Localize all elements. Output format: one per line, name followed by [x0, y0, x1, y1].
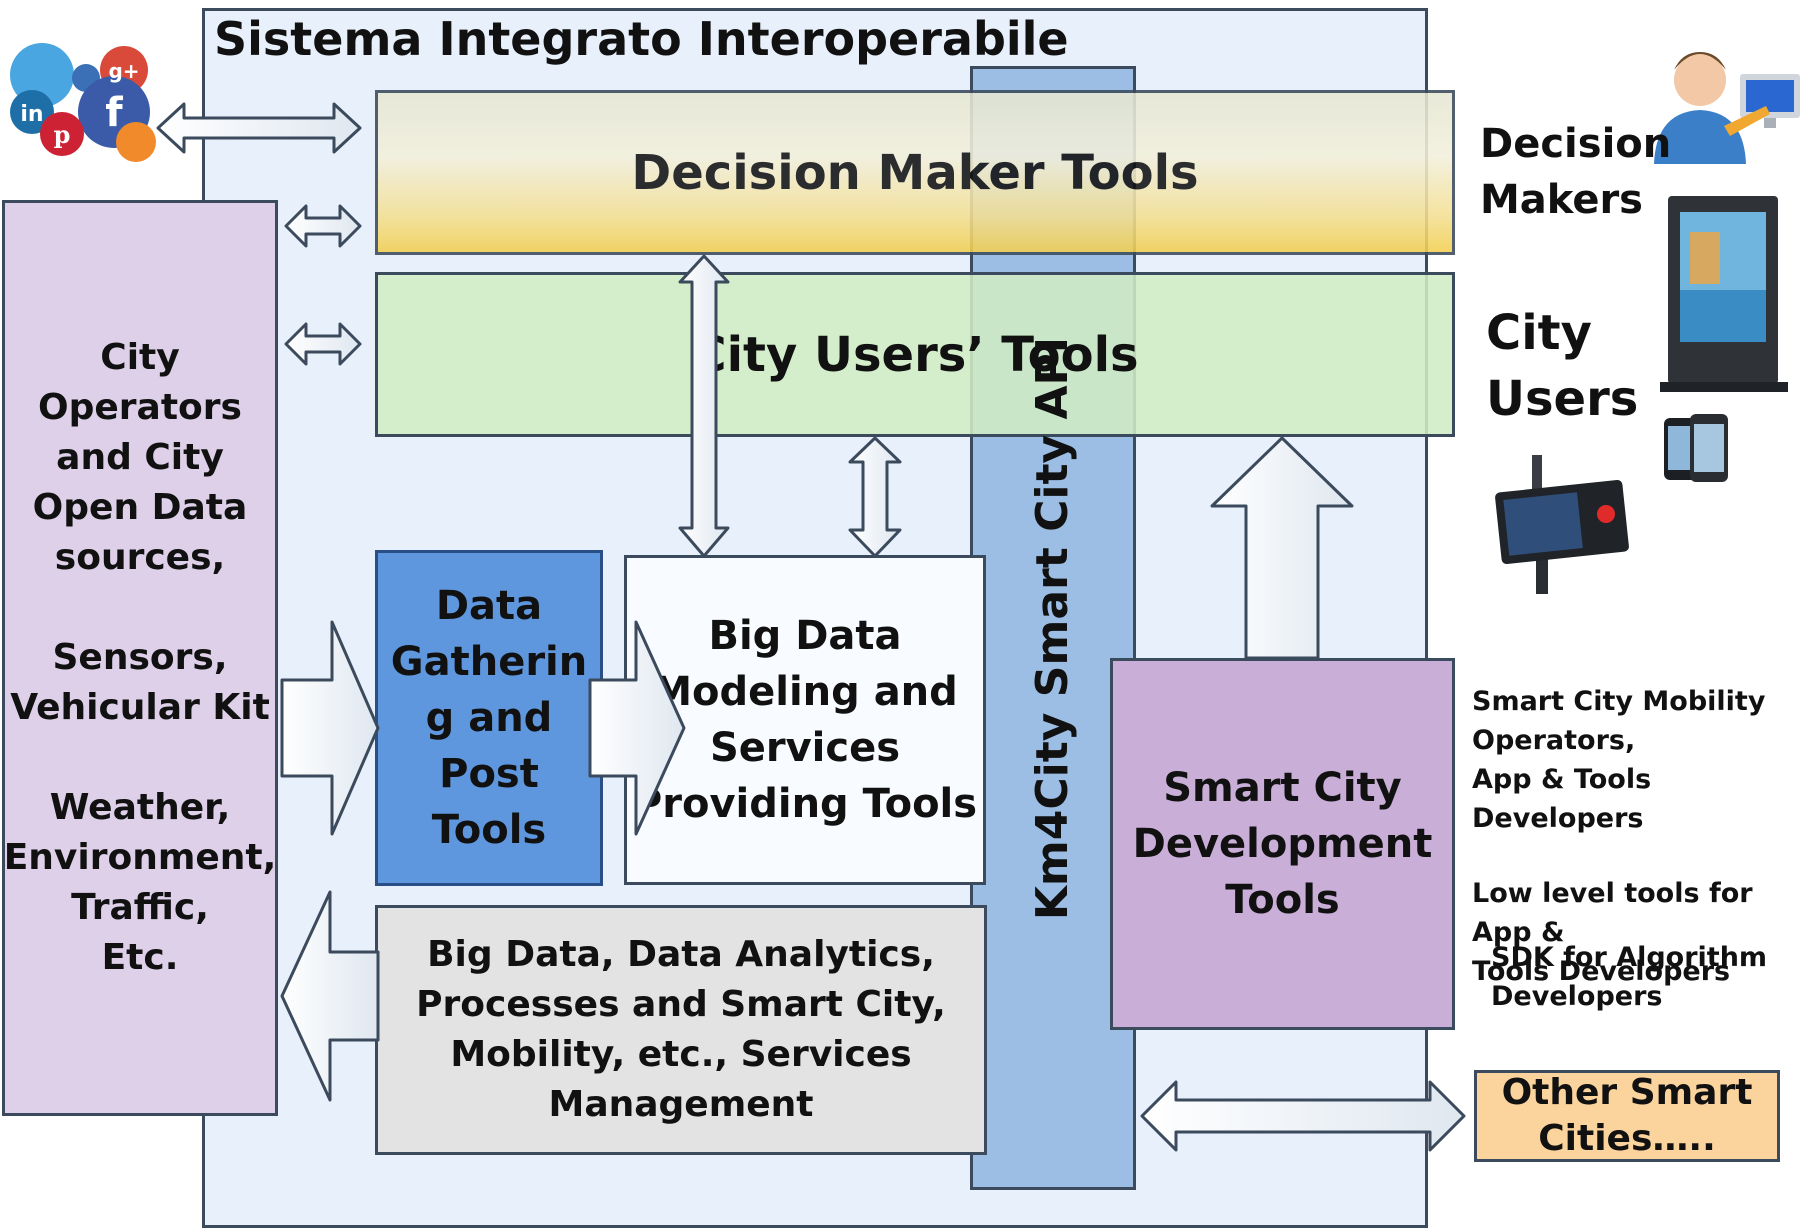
decision-makers-line: Makers [1480, 177, 1643, 223]
city-users-tools-block: City Users’ Tools [375, 272, 1455, 437]
management-line: Big Data, Data Analytics, [427, 934, 935, 975]
developers-line: App & Tools Developers [1472, 764, 1652, 834]
gathering-modeling-arrow [588, 620, 686, 836]
sdk-label: SDK for Algorithm Developers [1491, 938, 1767, 1016]
modeling-line: Providing Tools [632, 781, 978, 827]
management-line: Management [548, 1084, 814, 1125]
sources-line: Vehicular Kit [10, 687, 270, 728]
decision-makers-label: Decision Makers [1480, 116, 1671, 228]
city-users-line: Users [1486, 371, 1639, 427]
sources-users-arrow [284, 322, 362, 366]
smartphones-icon [1664, 414, 1728, 482]
sources-line: Operators [38, 387, 242, 428]
data-gathering-line: Gatherin [390, 639, 588, 685]
dev-tools-line: Development [1132, 821, 1433, 867]
data-gathering-line: g and [425, 695, 553, 741]
sources-line: Sensors, [52, 637, 228, 678]
data-gathering-line: Post [439, 751, 539, 797]
dev-tools-line: Tools [1225, 877, 1340, 923]
rss-icon [116, 122, 156, 162]
sdk-line: SDK for Algorithm [1491, 942, 1768, 973]
city-users-line: City [1486, 305, 1592, 361]
totem-kiosk-icon [1660, 196, 1788, 392]
api-other-cities-arrow [1140, 1080, 1466, 1152]
social-double-arrow [156, 102, 362, 154]
traffic-sensor-icon [1495, 455, 1629, 594]
sources-line: Environment, [3, 837, 277, 878]
developers-label: Smart City Mobility Operators, App & Too… [1472, 682, 1819, 991]
svg-text:in: in [20, 102, 43, 127]
sources-line: Etc. [101, 937, 179, 978]
data-gathering-block: Data Gatherin g and Post Tools [375, 550, 603, 886]
big-data-modeling-block: Big Data Modeling and Services Providing… [624, 555, 986, 885]
data-sources-block: City Operators and City Open Data source… [2, 200, 278, 1116]
main-title: Sistema Integrato Interoperabile [214, 12, 1069, 66]
decision-modeling-arrow [678, 254, 730, 558]
developers-line: Low level tools for App & [1472, 878, 1753, 948]
sources-line: Traffic, [71, 887, 209, 928]
sources-line: Weather, [49, 787, 231, 828]
data-gathering-line: Tools [431, 807, 547, 853]
management-sources-arrow [280, 890, 380, 1102]
svg-text:g+: g+ [108, 59, 139, 83]
sdk-line: Developers [1491, 981, 1663, 1012]
sources-line: sources, [54, 537, 226, 578]
developers-line: Tools Developers [1472, 956, 1731, 987]
decision-makers-line: Decision [1480, 121, 1672, 167]
services-management-block: Big Data, Data Analytics, Processes and … [375, 905, 987, 1155]
sources-line: Open Data [32, 487, 248, 528]
developers-line: Smart City Mobility [1472, 686, 1766, 717]
other-smart-cities-block: Other Smart Cities….. [1474, 1070, 1780, 1162]
other-cities-line: Cities….. [1538, 1118, 1716, 1159]
users-modeling-arrow [848, 436, 902, 558]
dev-tools-line: Smart City [1163, 765, 1402, 811]
sources-line: and City [56, 437, 224, 478]
modeling-line: Modeling and [652, 669, 958, 715]
other-cities-line: Other Smart [1501, 1072, 1753, 1113]
dev-tools-up-arrow [1210, 436, 1354, 660]
data-gathering-line: Data [435, 583, 543, 629]
management-line: Mobility, etc., Services [450, 1034, 912, 1075]
user-computer-icon [1654, 52, 1800, 164]
sources-gathering-arrow [280, 620, 380, 836]
sources-line: City [100, 337, 180, 378]
management-line: Processes and Smart City, [416, 984, 946, 1025]
sources-decision-arrow [284, 204, 362, 248]
pinterest-icon [40, 112, 84, 156]
development-tools-block: Smart City Development Tools [1110, 658, 1455, 1030]
social-network-icons: f in p g+ [10, 43, 156, 162]
developers-line: Operators, [1472, 725, 1636, 756]
svg-text:f: f [105, 90, 123, 136]
decision-maker-tools-block: Decision Maker Tools [375, 90, 1455, 255]
developers-spacer [1472, 838, 1819, 874]
modeling-line: Services [709, 725, 901, 771]
modeling-line: Big Data [708, 613, 902, 659]
city-users-label: City Users [1486, 300, 1638, 432]
svg-text:p: p [54, 120, 71, 149]
